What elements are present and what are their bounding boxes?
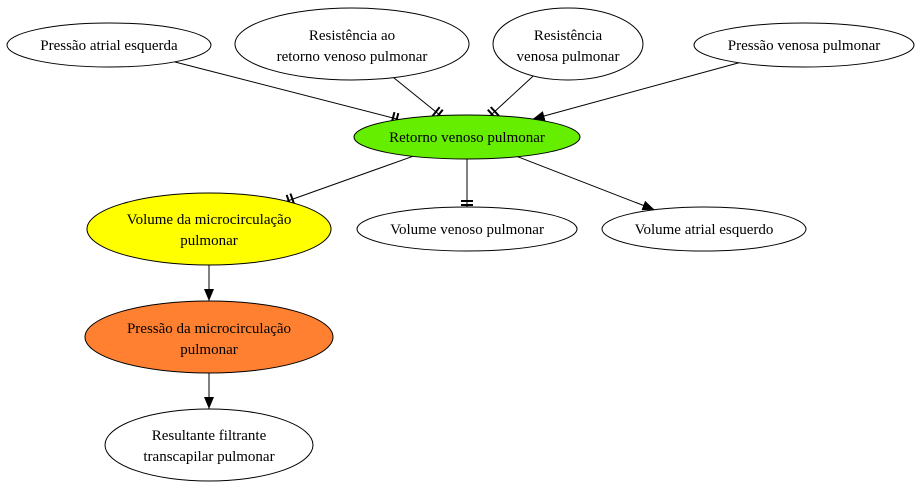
node-volume-microcirculacao: Volume da microcirculação pulmonar <box>86 192 332 266</box>
edge-resistencia_venosa-to-retorno_venoso <box>487 75 534 120</box>
node-label-line-1: Volume atrial esquerdo <box>635 222 774 238</box>
node-label-line-1: Pressão venosa pulmonar <box>728 38 880 54</box>
node-shape <box>84 300 334 374</box>
node-resistencia-venosa: Resistência venosa pulmonar <box>492 7 644 81</box>
edge-tee-mark <box>489 106 500 117</box>
node-label-line-1: Resistência ao <box>309 28 395 44</box>
node-pressao-atrial-esquerda: Pressão atrial esquerda <box>6 22 212 68</box>
node-label-line-1: Pressão atrial esquerda <box>40 38 178 54</box>
node-pressao-microcirculacao: Pressão da microcirculação pulmonar <box>84 300 334 374</box>
node-label-line-1: Resultante filtrante <box>152 428 267 444</box>
node-resistencia-retorno-venoso: Resistência ao retorno venoso pulmonar <box>234 7 470 81</box>
edges-layer <box>174 61 740 409</box>
edge-line <box>517 156 655 211</box>
node-label-line-2: venosa pulmonar <box>517 49 620 65</box>
node-volume-atrial-esquerdo: Volume atrial esquerdo <box>601 206 807 252</box>
edge-line <box>490 75 534 116</box>
edge-pressao_venosa-to-retorno_venoso <box>532 62 740 121</box>
node-shape <box>6 22 212 68</box>
edge-resistencia_retorno-to-retorno_venoso <box>393 77 444 120</box>
edge-retorno_venoso-to-volume_atrial <box>517 156 655 211</box>
edge-tee-mark <box>431 106 441 118</box>
edge-line <box>393 77 441 116</box>
node-label-line-1: Volume venoso pulmonar <box>390 222 544 238</box>
node-label-line-1: Retorno venoso pulmonar <box>389 130 545 146</box>
node-label-line-1: Resistência <box>534 28 603 44</box>
node-volume-venoso-pulmonar: Volume venoso pulmonar <box>356 206 578 252</box>
node-label-line-2: pulmonar <box>180 342 238 358</box>
edge-retorno_venoso-to-volume_venoso <box>461 159 473 207</box>
node-pressao-venosa-pulmonar: Pressão venosa pulmonar <box>693 22 915 68</box>
node-label-line-1: Pressão da microcirculação <box>127 321 291 337</box>
node-shape <box>492 7 644 81</box>
node-retorno-venoso-pulmonar: Retorno venoso pulmonar <box>353 114 581 160</box>
node-shape <box>86 192 332 266</box>
node-shape <box>601 206 807 252</box>
node-shape <box>356 206 578 252</box>
node-label-line-1: Volume da microcirculação <box>127 212 292 228</box>
node-label-line-2: retorno venoso pulmonar <box>277 49 428 65</box>
node-resultante-filtrante: Resultante filtrante transcapilar pulmon… <box>104 408 314 482</box>
node-shape <box>353 114 581 160</box>
node-shape <box>693 22 915 68</box>
edge-line <box>532 62 740 121</box>
node-shape <box>104 408 314 482</box>
edge-line <box>286 155 414 202</box>
edge-retorno_venoso-to-volume_micro <box>285 155 414 207</box>
node-label-line-2: pulmonar <box>180 233 238 249</box>
edge-line <box>174 61 399 120</box>
node-label-line-2: transcapilar pulmonar <box>143 449 274 465</box>
node-shape <box>234 7 470 81</box>
